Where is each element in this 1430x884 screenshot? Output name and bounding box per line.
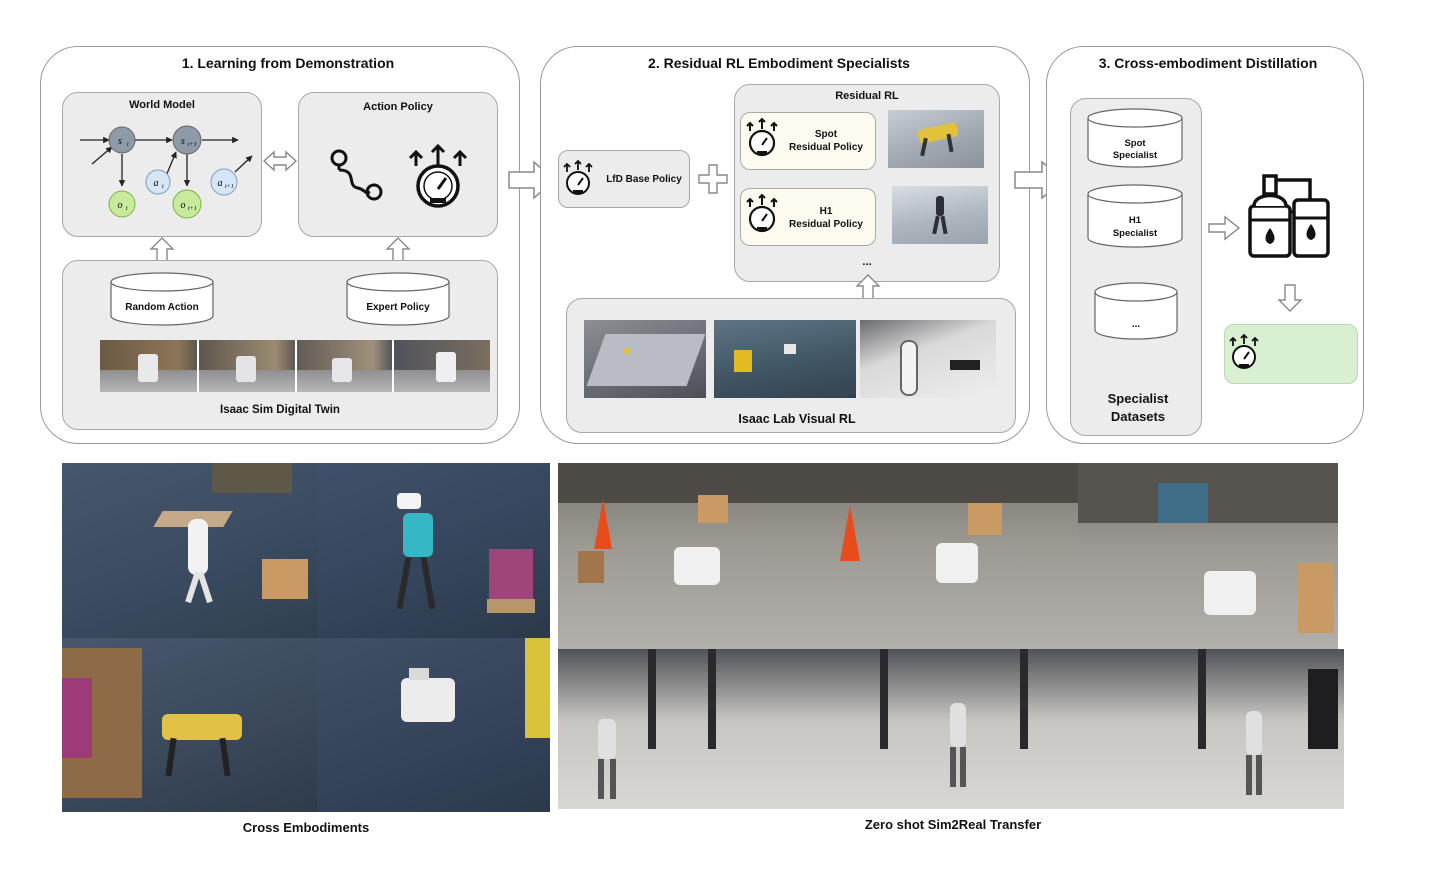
wheeled-robot-photo (317, 638, 550, 812)
lfd-title: 1. Learning from Demonstration (181, 55, 395, 71)
base-policy-label: LfD Base Policy (606, 174, 682, 185)
spot-specialist-line2: Specialist (1112, 150, 1158, 161)
h1-residual-line2: Residual Policy (789, 219, 863, 230)
spot-robot-photo (62, 638, 317, 812)
real-h1-photo-2 (820, 649, 1078, 809)
visual-rl-image-3 (860, 320, 996, 398)
spot-sim-image (888, 110, 984, 168)
action-policy-title: Action Policy (363, 101, 433, 113)
residual-rl-title: Residual RL (835, 90, 899, 102)
real-h1-photo-1 (558, 649, 820, 809)
h1-sim-image (892, 186, 988, 244)
h1-specialist-cylinder (1087, 184, 1183, 248)
gauge-icon (746, 193, 778, 233)
node-s-t1: s (181, 136, 185, 147)
hollow-arrow-icon (1208, 215, 1241, 241)
distillery-icon (1248, 174, 1330, 258)
digit-robot-photo (317, 463, 550, 638)
specialist-datasets-label-2: Datasets (1110, 409, 1166, 424)
visual-rl-image-2 (714, 320, 856, 398)
node-s-t: s (118, 136, 122, 147)
spot-specialist-cylinder (1087, 108, 1183, 168)
real-h1-photo-3 (1078, 649, 1344, 809)
h1-residual-line1: H1 (819, 206, 833, 217)
gauge-icon (563, 159, 593, 195)
node-o-t1: o (181, 200, 186, 211)
gauge-icon (1229, 333, 1259, 369)
expert-policy-cylinder (346, 272, 450, 326)
svg-text:t+1: t+1 (188, 142, 197, 148)
random-action-label: Random Action (125, 302, 199, 313)
zero-shot-caption: Zero shot Sim2Real Transfer (864, 817, 1042, 832)
h1-specialist-line1: H1 (1128, 215, 1142, 226)
spot-specialist-line1: Spot (1124, 138, 1146, 149)
double-arrow-icon (262, 150, 298, 172)
random-action-cylinder (110, 272, 214, 326)
h1-specialist-line2: Specialist (1112, 228, 1158, 239)
real-wheeled-photo-1 (558, 463, 818, 649)
humanoid-white-photo (62, 463, 317, 638)
svg-text:t: t (126, 206, 128, 212)
expert-policy-label: Expert Policy (366, 302, 430, 313)
digital-twin-label: Isaac Sim Digital Twin (220, 404, 340, 416)
action-policy-box (298, 92, 498, 237)
gauge-icon (746, 117, 778, 157)
down-arrow-icon (1277, 284, 1303, 312)
visual-rl-label: Isaac Lab Visual RL (738, 412, 856, 426)
world-model-graph: s t s t+1 a t a t+1 o t o t+1 (80, 125, 253, 219)
residual-title: 2. Residual RL Embodiment Specialists (648, 55, 910, 71)
visual-rl-image-1 (584, 320, 706, 398)
svg-text:t: t (127, 142, 129, 148)
world-model-title: World Model (129, 99, 195, 111)
world-model-box (62, 92, 262, 237)
plus-icon (698, 164, 728, 194)
svg-text:t+1: t+1 (225, 184, 234, 190)
node-a-t: a (154, 178, 159, 189)
svg-text:t+1: t+1 (188, 206, 197, 212)
residual-ellipsis: ... (862, 256, 872, 268)
digital-twin-image (100, 340, 490, 392)
spot-residual-line1: Spot (814, 129, 838, 140)
distill-title: 3. Cross-embodiment Distillation (1098, 55, 1318, 71)
cross-embodiments-caption: Cross Embodiments (242, 820, 370, 835)
real-wheeled-photo-2 (818, 463, 1078, 649)
spot-residual-line2: Residual Policy (789, 142, 863, 153)
specialist-datasets-label-1: Specialist (1107, 391, 1169, 406)
more-specialist-cylinder (1094, 282, 1178, 340)
real-wheeled-photo-3 (1078, 463, 1338, 649)
gauge-icon (408, 143, 468, 208)
node-a-t1: a (218, 178, 223, 189)
svg-text:t: t (162, 184, 164, 190)
more-specialist-label: ... (1131, 319, 1141, 330)
node-o-t: o (118, 200, 123, 211)
path-icon (330, 149, 383, 201)
